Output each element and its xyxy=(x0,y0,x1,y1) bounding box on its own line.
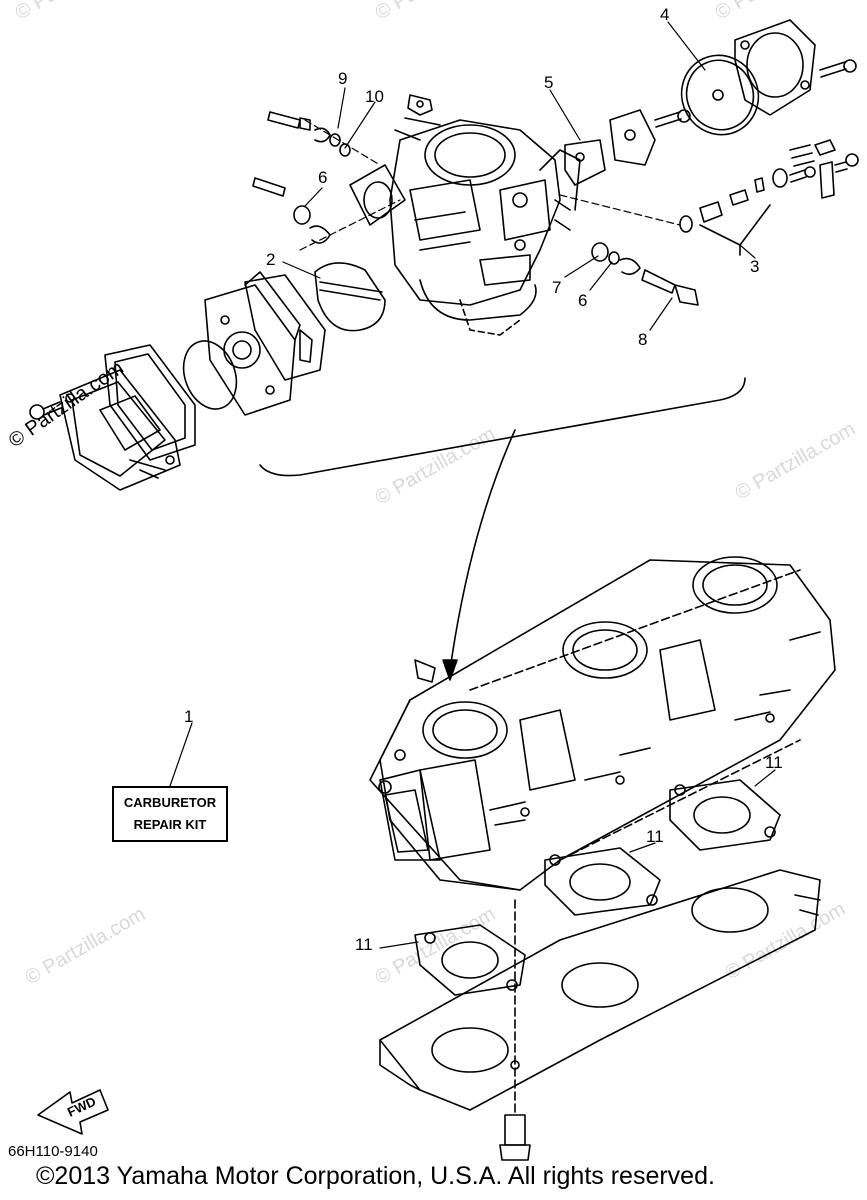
callout-5: 5 xyxy=(544,73,553,92)
diaphragm-part-4 xyxy=(680,54,760,136)
carburetor-repair-kit-label: CARBURETOR REPAIR KIT xyxy=(112,786,228,842)
callout-leaders-bottom xyxy=(169,722,776,949)
idle-screw-parts xyxy=(267,111,351,157)
fwd-arrow-icon: FWD xyxy=(37,1089,109,1135)
diagram-part-number: 66H110-9140 xyxy=(8,1143,98,1160)
callout-10: 10 xyxy=(365,87,384,106)
watermark-text: © Partzilla.com xyxy=(22,903,150,989)
callout-11a: 11 xyxy=(765,753,783,772)
watermark-text: © Partzilla.com xyxy=(722,898,850,984)
carb-gasket-part-2 xyxy=(314,262,386,332)
watermark-text: © Partzilla.com xyxy=(732,418,860,504)
callout-6b: 6 xyxy=(578,291,587,310)
bracket-part-5 xyxy=(564,139,606,186)
manifold-gasket-11b xyxy=(544,847,661,916)
copyright-notice: ©2013 Yamaha Motor Corporation, U.S.A. A… xyxy=(36,1162,715,1190)
callout-6: 6 xyxy=(318,168,327,187)
manifold-gasket-11c xyxy=(414,924,526,996)
pilot-screw-parts xyxy=(252,177,331,244)
watermark-text: © Partzilla.com xyxy=(12,0,140,24)
cover-screw xyxy=(29,401,62,420)
diaphragm-cover-block xyxy=(609,109,691,166)
manifold-gasket-11a xyxy=(669,779,781,851)
intake-manifold xyxy=(379,869,821,1111)
callout-2: 2 xyxy=(266,250,275,269)
callout-7: 7 xyxy=(552,278,561,297)
fuel-pump-body xyxy=(204,271,301,416)
callout-11b: 11 xyxy=(646,827,664,846)
watermark-text: © Partzilla.com xyxy=(372,0,500,24)
float-chamber-cover xyxy=(59,369,181,491)
carburetor-body xyxy=(389,119,581,336)
kit-label-line1: CARBURETOR xyxy=(123,795,217,810)
throttle-lever xyxy=(394,94,441,141)
watermark-text: © Partzilla.com xyxy=(372,423,500,509)
manifold-bolt xyxy=(499,899,531,1161)
intake-plate-gasket xyxy=(349,164,406,226)
watermark-text: © Partzilla.com xyxy=(712,0,840,24)
assembly-bracket-curve xyxy=(259,377,746,681)
carburetor-bank xyxy=(369,556,836,891)
callout-numbers: 9 10 6 2 5 4 3 7 6 8 1 11 11 11 xyxy=(184,5,783,954)
callout-9: 9 xyxy=(338,69,347,88)
callout-8: 8 xyxy=(638,330,647,349)
jet-assembly-part-3 xyxy=(679,177,771,256)
diaphragm-top-cover xyxy=(734,19,857,116)
cover-gasket xyxy=(104,344,196,461)
callout-4: 4 xyxy=(660,5,669,24)
needle-valve-parts xyxy=(591,242,699,306)
callout-leaders-top xyxy=(282,21,756,331)
pump-gasket xyxy=(244,274,326,381)
callout-11c: 11 xyxy=(355,935,373,954)
kit-label-line2: REPAIR KIT xyxy=(133,817,207,832)
callout-3: 3 xyxy=(750,257,759,276)
mixture-screw-parts xyxy=(772,139,859,199)
callout-1: 1 xyxy=(184,707,193,726)
